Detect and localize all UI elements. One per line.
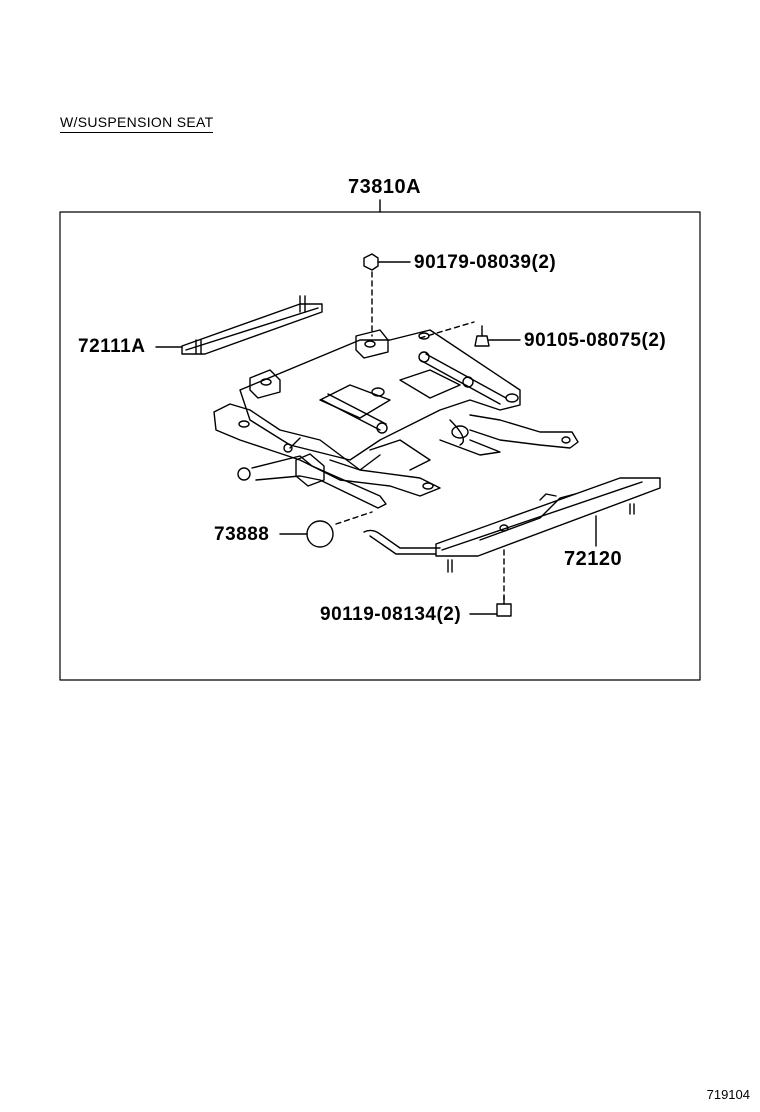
label-bolt-top: 90179-08039(2) xyxy=(414,252,557,273)
label-bolt-bottom: 90119-08134(2) xyxy=(320,604,462,625)
bolt-top-part xyxy=(363,253,411,337)
label-knob: 73888 xyxy=(214,524,270,545)
rail-right-part xyxy=(363,477,661,573)
seat-frame-part xyxy=(213,329,579,509)
label-rail-left: 72111A xyxy=(78,336,146,357)
diagram-code: 719104 xyxy=(706,1087,750,1102)
label-rail-right: 72120 xyxy=(564,548,623,570)
bolt-bottom-part xyxy=(469,549,512,617)
rail-left-part xyxy=(155,295,323,355)
label-bolt-right: 90105-08075(2) xyxy=(524,330,667,351)
label-assembly: 73810A xyxy=(348,176,422,198)
knob-part xyxy=(279,511,373,548)
section-title: W/SUSPENSION SEAT xyxy=(60,114,214,133)
